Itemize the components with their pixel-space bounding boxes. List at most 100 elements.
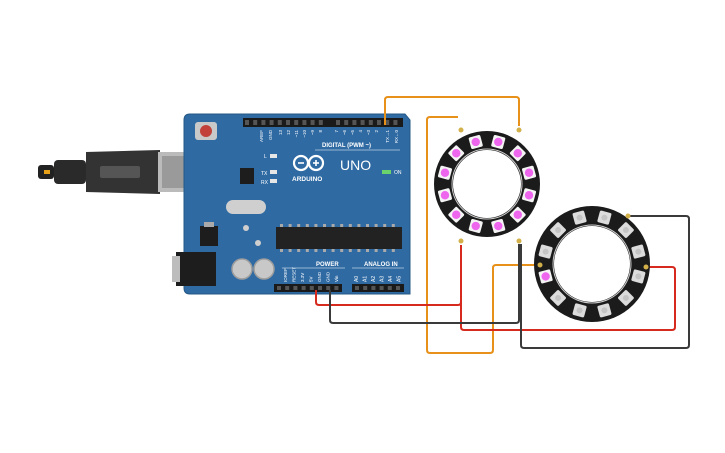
pixel-lit <box>524 191 534 200</box>
pixel-off <box>601 307 608 314</box>
dark-wire-gnd-ring2[interactable] <box>520 215 690 349</box>
power-pin-label: 3.3V <box>300 273 305 282</box>
pixel-off <box>622 294 629 301</box>
digital-pin-label: 2 <box>374 130 379 133</box>
neopixel-ring-2[interactable] <box>534 206 650 322</box>
header-pin[interactable] <box>318 120 323 125</box>
header-pin[interactable] <box>293 286 298 290</box>
tx-label: TX <box>261 171 268 177</box>
digital-pin-label: 7 <box>334 130 339 133</box>
pixel-lit <box>494 221 503 231</box>
digital-pin-label: 13 <box>278 130 283 136</box>
header-pin[interactable] <box>396 286 400 290</box>
capacitor-1 <box>231 258 253 280</box>
digital-pin-label: ~5 <box>350 130 355 136</box>
analog-pin-label: A2 <box>371 276 377 282</box>
analog-pin-label: A4 <box>388 276 394 282</box>
power-label: POWER <box>316 262 339 268</box>
power-header[interactable] <box>274 284 342 292</box>
ring2-pad <box>537 262 543 268</box>
analog-pin-label: A0 <box>354 276 360 282</box>
pixel-lit <box>452 210 461 219</box>
header-pin[interactable] <box>310 120 315 125</box>
power-pin-label: IOREF <box>283 268 288 282</box>
analog-pin-label: A5 <box>397 276 403 282</box>
orange-wire-ring1-to-ring2[interactable] <box>426 116 538 354</box>
header-pin[interactable] <box>393 120 398 125</box>
red-wire-ring1-ring2[interactable] <box>460 246 676 331</box>
analog-label: ANALOG IN <box>364 262 398 268</box>
pixel-off <box>542 248 549 255</box>
pixel-lit <box>524 168 534 177</box>
dark-wire-gnd-ring1[interactable] <box>329 244 520 324</box>
header-pin[interactable] <box>318 286 322 290</box>
header-pin[interactable] <box>269 120 274 125</box>
header-pin[interactable] <box>360 120 365 125</box>
digital-pin-label: 8 <box>318 130 323 133</box>
header-pin[interactable] <box>302 120 307 125</box>
header-pin[interactable] <box>277 120 282 125</box>
usb-cable[interactable] <box>38 150 198 194</box>
header-pin[interactable] <box>277 286 281 290</box>
model-text: UNO <box>340 157 371 173</box>
header-pin[interactable] <box>285 286 290 290</box>
header-pin[interactable] <box>344 120 349 125</box>
pixel-off <box>601 214 608 221</box>
pixel-lit <box>452 149 461 158</box>
header-pin[interactable] <box>286 120 290 125</box>
digital-pin-label: AREF <box>259 130 264 142</box>
ring1-pad <box>458 238 464 244</box>
header-pin[interactable] <box>326 286 331 290</box>
pixel-off <box>555 294 562 301</box>
crystal-oscillator <box>226 200 266 214</box>
power-pin-label: Vin <box>334 275 339 282</box>
header-pin[interactable] <box>368 120 373 125</box>
digital-pin-label: GND <box>268 129 273 140</box>
digital-pin-label: ~10 <box>302 130 307 138</box>
ring1-pad <box>516 238 522 244</box>
atmega-chip <box>276 224 402 252</box>
voltage-regulator <box>200 226 218 246</box>
header-pin[interactable] <box>301 286 306 290</box>
digital-header[interactable] <box>243 118 403 127</box>
header-pin[interactable] <box>334 286 339 290</box>
header-pin[interactable] <box>371 286 376 290</box>
l-led <box>270 154 277 158</box>
header-pin[interactable] <box>387 286 392 290</box>
on-led <box>382 170 391 174</box>
header-pin[interactable] <box>352 120 357 125</box>
header-pin[interactable] <box>336 120 340 125</box>
power-jack[interactable] <box>176 252 216 286</box>
analog-header[interactable] <box>352 284 404 292</box>
digital-pin-label: 4 <box>358 130 363 133</box>
header-pin[interactable] <box>261 120 266 125</box>
pixel-off <box>635 248 642 255</box>
header-pin[interactable] <box>294 120 299 125</box>
digital-pin-label: ~11 <box>294 130 299 138</box>
digital-label: DIGITAL (PWM ~) <box>322 143 371 149</box>
arduino-logo-icon <box>292 154 325 172</box>
l-label: L <box>264 154 267 160</box>
wires[interactable] <box>315 96 690 354</box>
digital-pin-label: TX→1 <box>385 130 390 143</box>
header-pin[interactable] <box>385 120 390 125</box>
pixel-off <box>576 307 583 314</box>
header-pin[interactable] <box>355 286 359 290</box>
ring2-pad <box>625 213 631 219</box>
power-pin-label: 5V <box>309 276 314 282</box>
orange-wire-data-ring1[interactable] <box>384 96 520 126</box>
header-pin[interactable] <box>309 286 314 290</box>
neopixel-ring-1[interactable] <box>434 127 540 244</box>
pixel-off <box>555 227 562 234</box>
digital-pin-label: ~6 <box>342 130 347 136</box>
header-pin[interactable] <box>245 120 249 125</box>
header-pin[interactable] <box>379 286 384 290</box>
header-pin[interactable] <box>253 120 258 125</box>
reset-button[interactable] <box>195 122 217 140</box>
header-pin[interactable] <box>377 120 381 125</box>
header-pin[interactable] <box>363 286 368 290</box>
